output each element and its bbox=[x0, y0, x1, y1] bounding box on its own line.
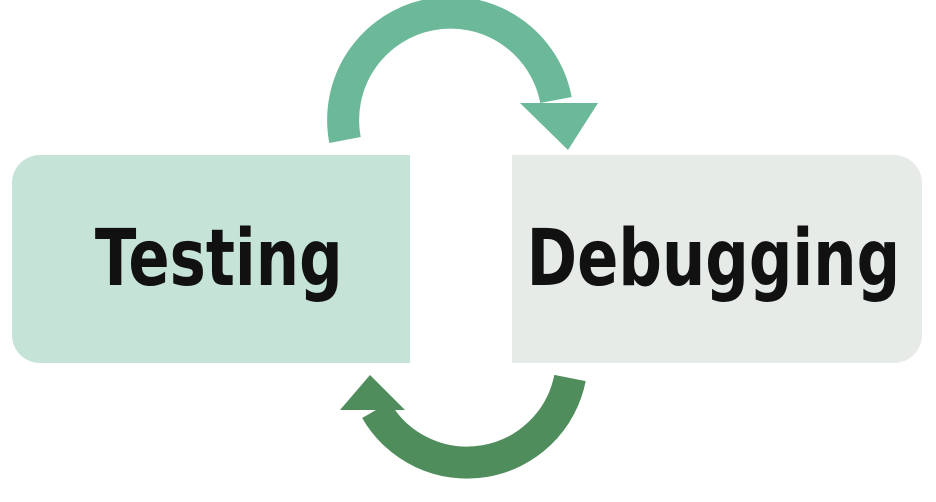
testing-label: Testing bbox=[95, 214, 343, 304]
bottom-arrowhead bbox=[340, 375, 405, 410]
bottom-arrow-shaft bbox=[362, 374, 586, 479]
debugging-box: Debugging bbox=[512, 155, 922, 363]
debugging-label: Debugging bbox=[526, 214, 900, 304]
testing-box: Testing bbox=[12, 155, 410, 363]
top-arrowhead bbox=[520, 103, 598, 150]
bottom-cycle-arrow bbox=[340, 374, 586, 479]
top-arrow-shaft bbox=[327, 0, 572, 143]
top-cycle-arrow bbox=[327, 0, 598, 150]
